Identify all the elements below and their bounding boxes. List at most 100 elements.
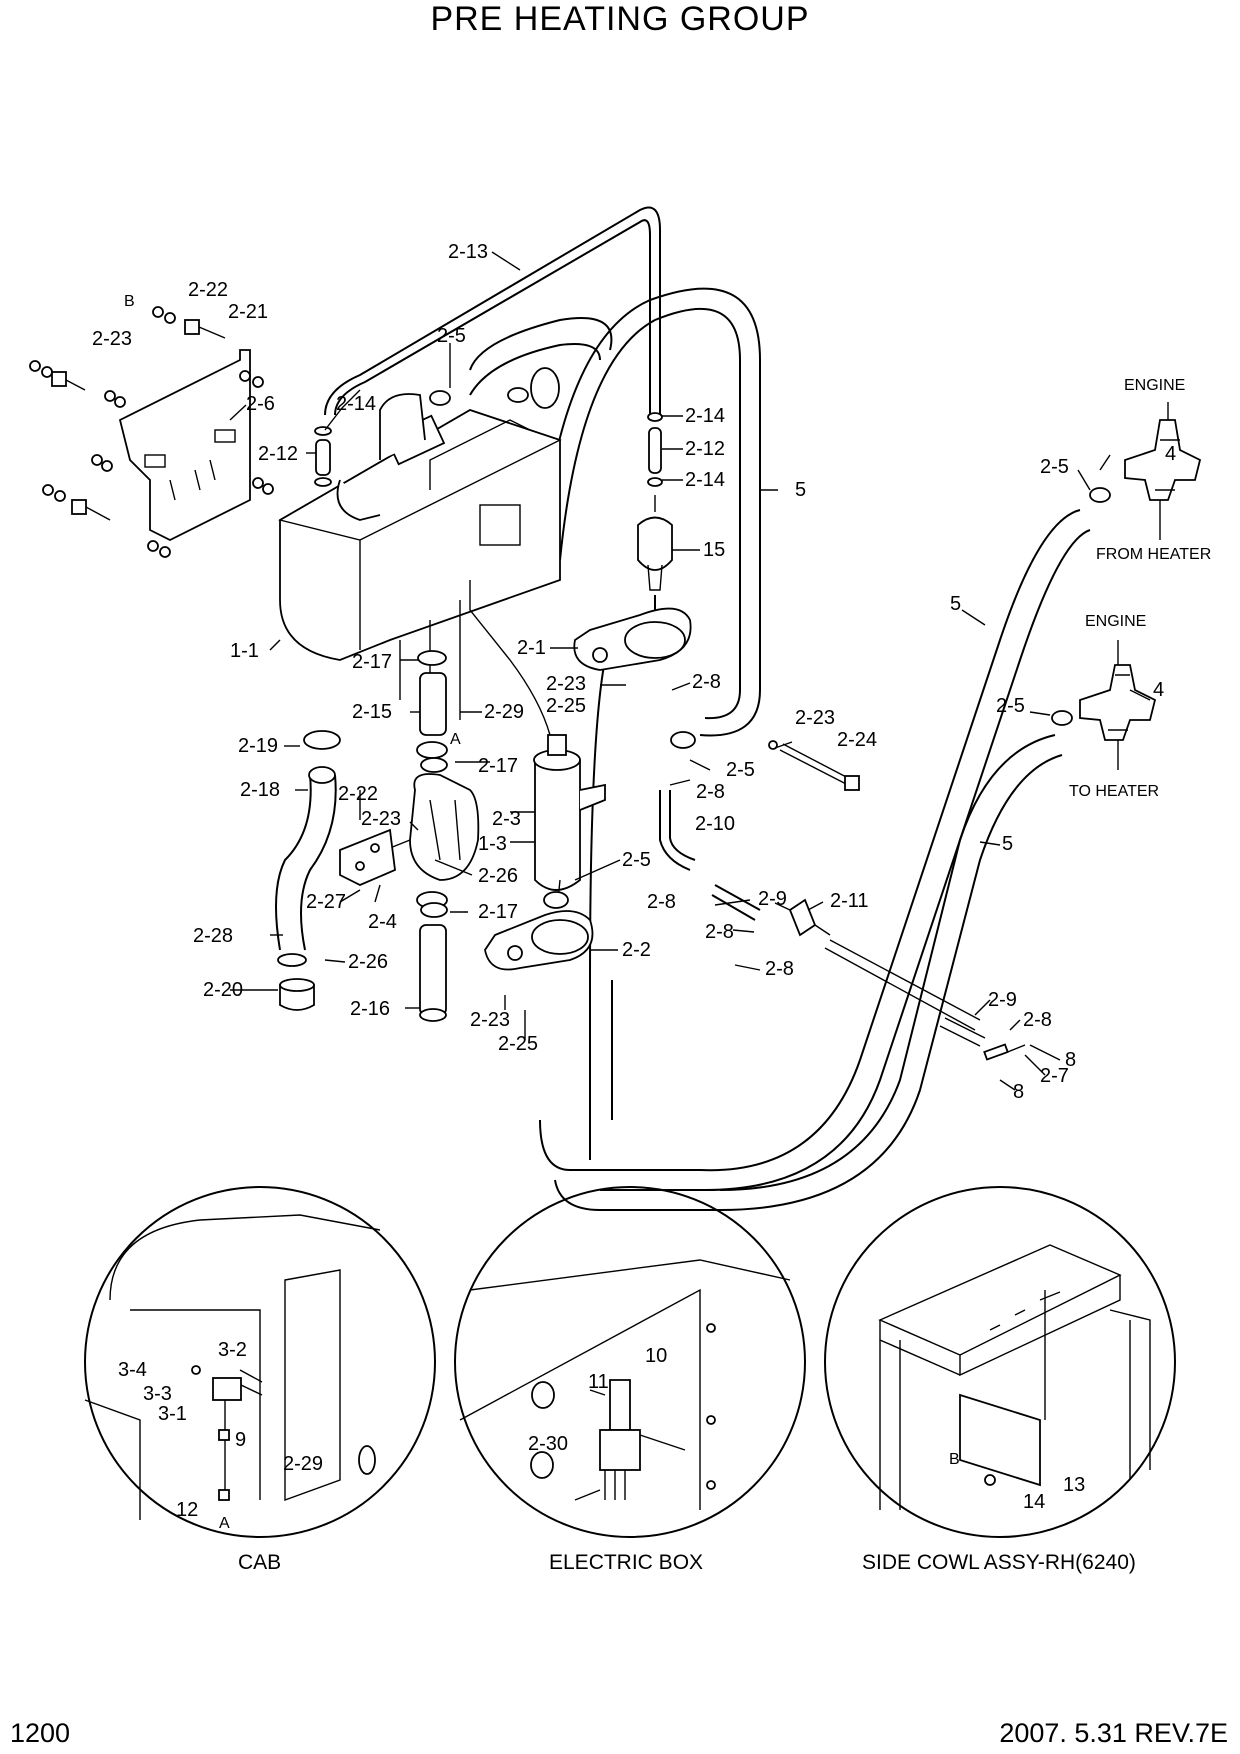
callout: 14 bbox=[1023, 1491, 1045, 1513]
callout: 2-13 bbox=[448, 241, 488, 263]
callout: 2-20 bbox=[203, 979, 243, 1001]
callout: 2-22 bbox=[188, 279, 228, 301]
bracket-2-4 bbox=[339, 828, 396, 886]
callout: 2-17 bbox=[478, 901, 518, 923]
callout: 2-26 bbox=[478, 865, 518, 887]
fasteners bbox=[29, 306, 274, 558]
callout: 2-9 bbox=[758, 888, 787, 910]
page-title: PRE HEATING GROUP bbox=[430, 0, 810, 38]
callout: 2-2 bbox=[622, 939, 651, 961]
callout: 2-7 bbox=[1040, 1065, 1069, 1087]
callout: 10 bbox=[645, 1345, 667, 1367]
intake-hose-2-18 bbox=[275, 730, 341, 1011]
fuel-lines-right bbox=[659, 790, 1026, 1061]
callout: 2-23 bbox=[795, 707, 835, 729]
holder-2-1 bbox=[573, 607, 692, 671]
leader-lines bbox=[229, 251, 1151, 1091]
hose-clamps bbox=[420, 387, 1111, 918]
callout: 2-25 bbox=[546, 695, 586, 717]
electric-box-view-caption: ELECTRIC BOX bbox=[549, 1551, 704, 1574]
callout: 2-14 bbox=[685, 405, 725, 427]
callout: B bbox=[124, 293, 135, 310]
intake-pipe-2-15 bbox=[417, 650, 447, 736]
callout: 2-5 bbox=[726, 759, 755, 781]
callout: 2-5 bbox=[996, 695, 1025, 717]
electric-box-detail-view bbox=[454, 1186, 806, 1538]
bracket-2-6 bbox=[118, 349, 251, 542]
side-cowl-detail-view bbox=[824, 1186, 1176, 1538]
callout: 2-17 bbox=[352, 651, 392, 673]
callout: 2-29 bbox=[484, 701, 524, 723]
callout: 2-3 bbox=[492, 808, 521, 830]
callout: 2-21 bbox=[228, 301, 268, 323]
callout: 2-24 bbox=[837, 729, 877, 751]
callout: 2-5 bbox=[622, 849, 651, 871]
fuel-filter bbox=[637, 412, 673, 640]
callout: 2-12 bbox=[685, 438, 725, 460]
callout: 2-9 bbox=[988, 989, 1017, 1011]
callout: 2-6 bbox=[246, 393, 275, 415]
callout: 2-15 bbox=[352, 701, 392, 723]
callout: 13 bbox=[1063, 1474, 1085, 1496]
callout: B bbox=[949, 1451, 960, 1468]
callout: A bbox=[450, 731, 461, 748]
callout: 2-19 bbox=[238, 735, 278, 757]
callout: 2-23 bbox=[92, 328, 132, 350]
callout: 2-27 bbox=[306, 891, 346, 913]
callout: 2-16 bbox=[350, 998, 390, 1020]
callout: 2-8 bbox=[692, 671, 721, 693]
callout: 2-8 bbox=[1023, 1009, 1052, 1031]
callout: 2-11 bbox=[830, 890, 869, 912]
callout: 2-1 bbox=[517, 637, 546, 659]
callout: 11 bbox=[588, 1371, 609, 1393]
callout: 2-8 bbox=[647, 891, 676, 913]
callout: 2-29 bbox=[283, 1453, 323, 1475]
callout: 2-18 bbox=[240, 779, 280, 801]
callout: 2-14 bbox=[685, 469, 725, 491]
coolant-hose-5-right bbox=[539, 509, 1091, 1211]
short-hose-2-5-top bbox=[469, 317, 613, 409]
callout: 5 bbox=[950, 593, 961, 615]
callout: 9 bbox=[235, 1429, 246, 1451]
revision-date: 2007. 5.31 REV.7E bbox=[999, 1718, 1228, 1748]
callout: 4 bbox=[1165, 443, 1176, 465]
callout: 2-28 bbox=[193, 925, 233, 947]
fitting-4-top bbox=[1124, 402, 1202, 540]
callout: 2-14 bbox=[336, 393, 376, 415]
side-cowl-view-caption: SIDE COWL ASSY-RH(6240) bbox=[862, 1551, 1136, 1574]
callout: 2-8 bbox=[705, 921, 734, 943]
callout: 15 bbox=[703, 539, 725, 561]
callout: 2-23 bbox=[361, 808, 401, 830]
callout: 4 bbox=[1153, 679, 1164, 701]
callout: 2-25 bbox=[498, 1033, 538, 1055]
callout: 5 bbox=[795, 479, 806, 501]
callout: 2-26 bbox=[348, 951, 388, 973]
heater-unit bbox=[278, 393, 562, 720]
cab-detail-view bbox=[84, 1186, 436, 1538]
callout: 2-5 bbox=[1040, 456, 1069, 478]
exhaust-pipe-2-16 bbox=[419, 924, 447, 1022]
callout-labels: 2-13 2-22 B 2-21 2-23 2-5 2-6 2-14 2-12 … bbox=[92, 241, 1211, 1532]
callout: A bbox=[219, 1515, 230, 1532]
hose-2-13 bbox=[324, 206, 661, 420]
callout: 2-17 bbox=[478, 755, 518, 777]
callout: 3-2 bbox=[218, 1339, 247, 1361]
cab-view-caption: CAB bbox=[238, 1551, 282, 1574]
callout: 3-1 bbox=[158, 1403, 187, 1425]
fitting-4-bottom bbox=[1079, 640, 1157, 770]
engine-label-bottom: ENGINE bbox=[1085, 613, 1146, 630]
page-number: 1200 bbox=[10, 1718, 71, 1748]
callout: 2-30 bbox=[528, 1433, 568, 1455]
callout: 2-4 bbox=[368, 911, 397, 933]
callout: 8 bbox=[1013, 1081, 1024, 1103]
callout: 2-10 bbox=[695, 813, 735, 835]
to-heater-label: TO HEATER bbox=[1069, 783, 1159, 800]
callout: 2-23 bbox=[470, 1009, 510, 1031]
callout: 2-12 bbox=[258, 443, 298, 465]
callout: 2-8 bbox=[696, 781, 725, 803]
holder-2-2 bbox=[484, 910, 594, 971]
callout: 1-3 bbox=[478, 833, 507, 855]
callout: 2-22 bbox=[338, 783, 378, 805]
callout: 2-8 bbox=[765, 958, 794, 980]
